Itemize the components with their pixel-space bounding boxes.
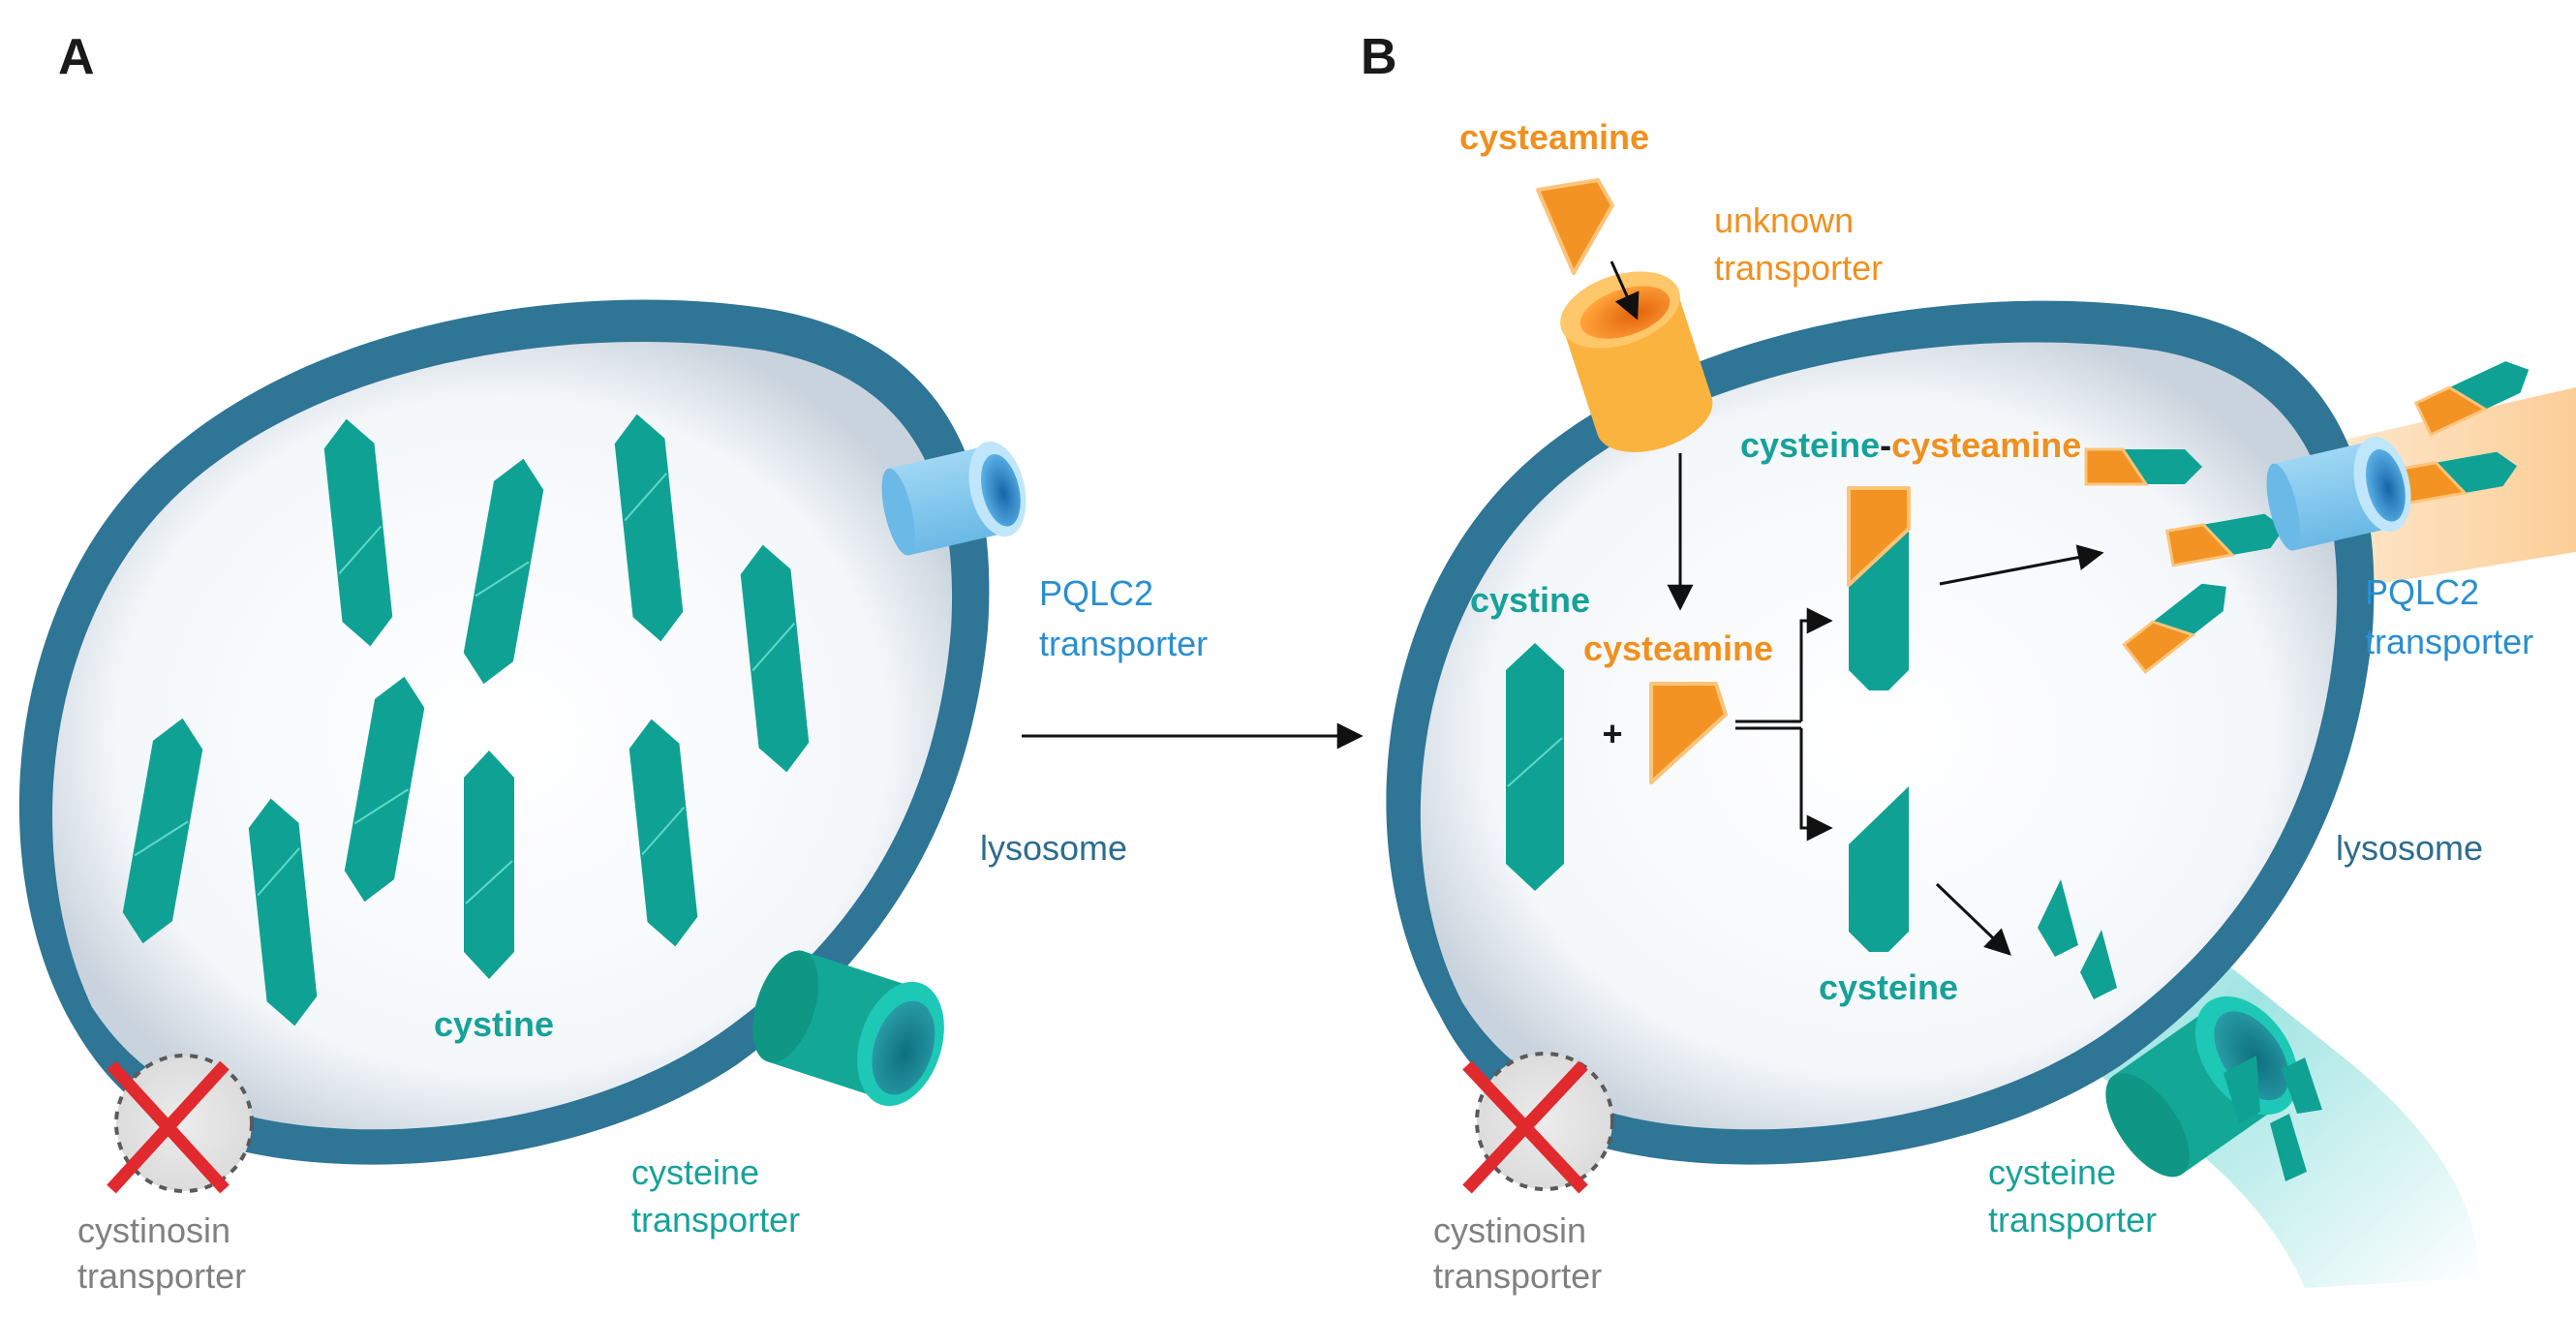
blocked-cystinosin-a (107, 1054, 254, 1194)
cysteamine-icon (1649, 682, 1728, 784)
cystine-label-b: cystine (1470, 580, 1590, 620)
cystine-crystal-icon (740, 544, 810, 773)
pqlc2-label-b-1: PQLC2 (2365, 572, 2479, 612)
cystinosin-label-a-2: transporter (77, 1256, 246, 1296)
cysteine-cysteamine-icon (2413, 361, 2530, 437)
arrow-icon (1939, 544, 2104, 586)
cystinosin-label-b-1: cystinosin (1433, 1210, 1586, 1250)
conjugate-label-dash: - (1880, 425, 1891, 465)
lysosome-b (1386, 300, 2375, 1165)
lysosome-label-a: lysosome (980, 828, 1127, 868)
arrow-icon (1935, 882, 2011, 956)
cystine-crystal-icon (344, 676, 425, 903)
cysteine-transporter-label-b-2: transporter (1988, 1200, 2157, 1240)
cysteine-transporter-label-a-2: transporter (631, 1200, 800, 1240)
cysteine-cysteamine-icon (2084, 447, 2202, 486)
cystine-crystals-a (122, 413, 810, 1026)
exported-conjugates (2084, 361, 2530, 674)
conjugate-label: cysteine-cysteamine (1740, 425, 2081, 465)
cystinosin-label-a-1: cystinosin (77, 1210, 230, 1250)
plus-sign: + (1602, 714, 1622, 753)
cystine-crystal-icon (614, 413, 684, 642)
cystinosin-label-b-2: transporter (1433, 1256, 1602, 1296)
reaction-branches (1735, 607, 1833, 842)
cystine-crystal-icon (463, 458, 544, 685)
pqlc2-label-a-2: transporter (1039, 624, 1208, 663)
arrow-icon (1610, 260, 1640, 321)
cysteine-transporter-label-b-1: cysteine (1988, 1152, 2116, 1192)
cystine-crystal-icon (122, 718, 203, 944)
cysteamine-icon (1536, 178, 1614, 275)
cysteine-icon (2080, 930, 2117, 999)
cystine-crystal-icon (464, 750, 514, 979)
red-x-icon (107, 1060, 230, 1194)
panel-a-letter: A (58, 29, 95, 85)
cysteine-icon (2223, 1056, 2260, 1123)
cysteine-transporter-label-a-1: cysteine (631, 1152, 759, 1192)
pqlc2-transporter-a (881, 441, 1027, 556)
cysteine-label: cysteine (1819, 967, 1958, 1007)
conjugate-label-part2: cysteamine (1891, 425, 2081, 465)
cysteine-icon (1849, 786, 1909, 952)
cysteine-cysteamine-icon (2165, 513, 2285, 567)
cysteine-transporter-b (2105, 995, 2299, 1178)
blocked-cystinosin-b (1462, 1052, 1614, 1194)
panel-b-letter: B (1361, 29, 1397, 85)
cysteamine-label-mid: cysteamine (1583, 628, 1773, 668)
lysosome-label-b: lysosome (2336, 828, 2483, 868)
panel-b: B (1361, 29, 2576, 1296)
cystine-crystal-icon (1506, 643, 1564, 891)
cystine-label-a: cystine (434, 1004, 554, 1044)
panel-a: A (18, 29, 1208, 1296)
pqlc2-label-b-2: transporter (2365, 622, 2533, 661)
pqlc2-transporter-b (2266, 436, 2411, 551)
unknown-transporter-label-2: transporter (1714, 248, 1883, 288)
cysteine-icon (2038, 879, 2078, 957)
unknown-transporter-label-1: unknown (1714, 200, 1854, 240)
cysteine-transporter-a (752, 950, 944, 1107)
exported-cysteine (2038, 879, 2322, 1181)
pqlc2-label-a-1: PQLC2 (1039, 573, 1153, 613)
cystine-crystal-icon (629, 719, 698, 947)
cysteine-cysteamine-icon (2122, 583, 2226, 674)
cystine-crystal-icon (323, 418, 393, 647)
cysteine-icon (2282, 1057, 2322, 1114)
conjugate-label-part1: cysteine (1740, 425, 1880, 465)
cysteamine-label-top: cysteamine (1459, 117, 1649, 157)
cysteine-cysteamine-icon (1847, 486, 1911, 690)
lumen-b (1420, 342, 2338, 1130)
red-x-icon (1462, 1060, 1588, 1194)
cysteine-icon (2270, 1114, 2307, 1181)
cystine-crystal-icon (248, 798, 318, 1026)
